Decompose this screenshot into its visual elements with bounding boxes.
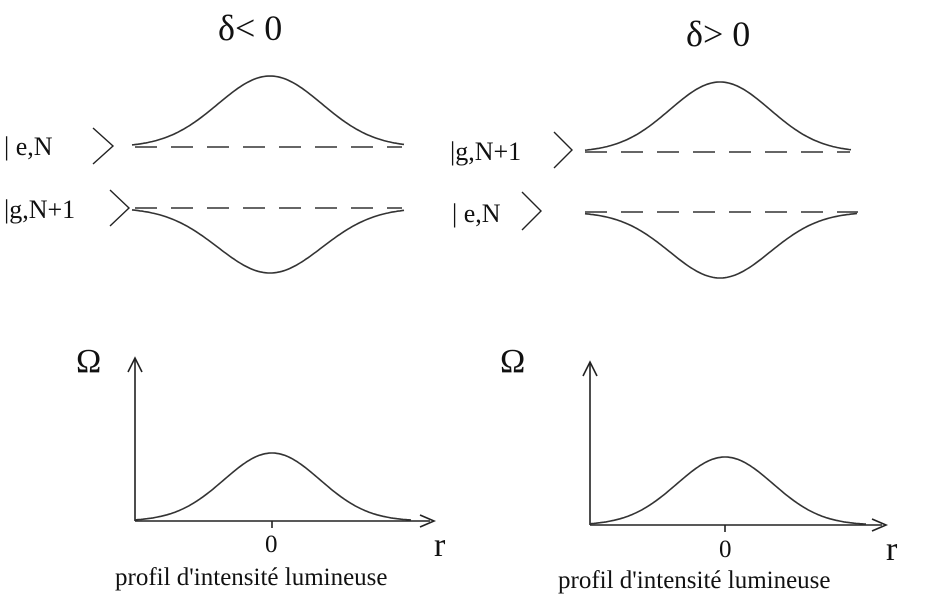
right-y-axis-arrowhead [582, 360, 598, 377]
right-caption: profil d'intensité lumineuse [558, 567, 831, 594]
right-x-axis-arrowhead [871, 518, 889, 532]
left-x-axis-label: r [434, 527, 446, 564]
left-origin-label: 0 [265, 531, 278, 558]
right-origin-label: 0 [719, 536, 732, 563]
right-upper-state-label: |g,N+1 [450, 137, 521, 166]
left-x-axis-arrowhead [419, 514, 437, 528]
right-upper-ket-bracket [553, 131, 573, 169]
left-upper-state-label: | e,N [4, 132, 53, 161]
right-upper-dressed-curve [584, 81, 852, 151]
right-y-axis-label: Ω [500, 343, 525, 380]
right-x-axis-label: r [886, 531, 898, 568]
left-caption: profil d'intensité lumineuse [115, 564, 388, 591]
left-lower-state-label: |g,N+1 [4, 195, 75, 224]
left-title: δ< 0 [218, 8, 282, 48]
left-intensity-profile-curve [134, 452, 412, 521]
left-y-axis-label: Ω [76, 343, 101, 380]
right-title: δ> 0 [686, 14, 750, 54]
left-y-axis-arrowhead [127, 356, 143, 373]
left-lower-dressed-curve [131, 209, 405, 274]
right-lower-dressed-curve [584, 212, 858, 279]
left-lower-ket-bracket [109, 189, 131, 227]
right-intensity-profile-curve [589, 456, 867, 525]
right-lower-ket-bracket [521, 191, 542, 231]
left-upper-dressed-curve [131, 75, 405, 146]
right-lower-state-label: | e,N [452, 199, 501, 228]
left-upper-ket-bracket [92, 127, 115, 165]
right-panel: δ> 0 |g,N+1 | e,N Ω r 0 profil d'intensi… [450, 14, 898, 594]
left-panel: δ< 0 | e,N |g,N+1 Ω r 0 profil d'intensi… [4, 8, 446, 591]
